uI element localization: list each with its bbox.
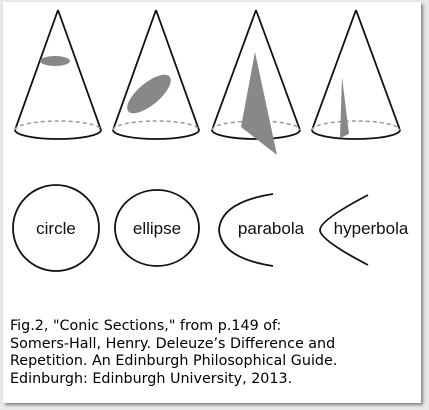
caption-line-1: Fig.2, "Conic Sections," from p.149 of: <box>10 318 282 334</box>
hyperbola-section-plane <box>340 77 349 138</box>
hyperbola-curve <box>319 194 369 266</box>
ellipse-curve <box>114 189 200 267</box>
circle-section-plane <box>40 56 70 66</box>
cone-ellipse <box>112 9 200 140</box>
caption-line-3: Repetition. An Edinburgh Philosophical G… <box>10 353 338 369</box>
conic-sections-diagram: circle ellipse parabola hyperbola <box>12 9 409 272</box>
parabola-curve <box>218 193 274 267</box>
cone-parabola <box>211 9 301 155</box>
ellipse-section-plane <box>127 74 171 114</box>
caption-line-4: Edinburgh: Edinburgh University, 2013. <box>10 370 293 387</box>
ellipse-label: ellipse <box>133 219 181 238</box>
caption-line-2: Somers-Hall, Henry. Deleuze’s Difference… <box>10 335 336 352</box>
cone-hyperbola <box>311 9 401 140</box>
figure-caption: Fig.2, "Conic Sections," from p.149 of:S… <box>10 318 420 388</box>
image-frame: circle ellipse parabola hyperbola Fig.2,… <box>3 2 421 403</box>
circle-label: circle <box>36 219 76 238</box>
parabola-label: parabola <box>238 219 305 238</box>
cone-circle <box>14 9 102 140</box>
hyperbola-label: hyperbola <box>334 219 409 238</box>
circle-curve <box>12 184 100 272</box>
parabola-section-plane <box>241 52 277 155</box>
